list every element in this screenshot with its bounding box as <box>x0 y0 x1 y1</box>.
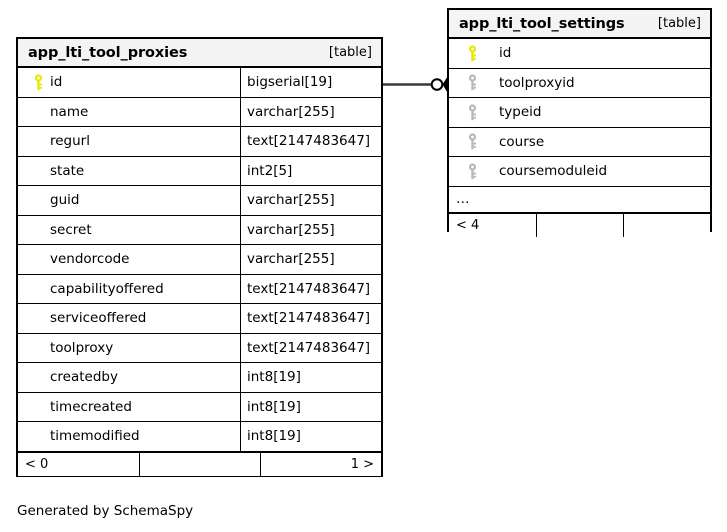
table-row[interactable]: name varchar[255] <box>18 97 381 127</box>
table-row[interactable]: toolproxy text[2147483647] <box>18 333 381 363</box>
foreign-key-icon <box>457 74 487 91</box>
column-type-cell: varchar[255] <box>240 215 381 244</box>
foreign-key-icon <box>457 104 487 121</box>
column-name-label: guid <box>50 192 80 209</box>
foreign-key-icon <box>457 133 487 150</box>
table-row[interactable]: id bigserial[19] <box>18 68 381 98</box>
column-name-label: capabilityoffered <box>50 280 164 297</box>
column-name-cell: vendorcode <box>18 245 240 274</box>
column-type-cell: bigserial[19] <box>240 68 381 97</box>
column-name-label: typeid <box>499 104 542 121</box>
column-name-cell: coursemoduleid <box>449 157 710 186</box>
footer-parents-count[interactable]: < 0 <box>25 456 49 472</box>
column-name-cell: capabilityoffered <box>18 275 240 304</box>
more-columns-ellipsis: … <box>449 187 710 213</box>
column-name-cell: course <box>449 128 710 157</box>
column-name-label: vendorcode <box>50 251 130 268</box>
relationship-connector-proxies-to-settings[interactable] <box>378 66 454 104</box>
column-name-cell: createdby <box>18 363 240 392</box>
column-name-label: createdby <box>50 369 118 386</box>
column-name-cell: toolproxy <box>18 334 240 363</box>
column-name-cell: serviceoffered <box>18 304 240 333</box>
column-name-cell: name <box>18 98 240 127</box>
column-name-label: regurl <box>50 133 90 150</box>
column-name-label: serviceoffered <box>50 310 147 327</box>
column-type-cell: int8[19] <box>240 422 381 451</box>
column-name-cell: guid <box>18 186 240 215</box>
column-name-cell: timemodified <box>18 422 240 451</box>
entity-header-app-lti-tool-settings: app_lti_tool_settings [table] <box>449 10 710 39</box>
table-row[interactable]: createdby int8[19] <box>18 363 381 393</box>
table-row[interactable]: capabilityoffered text[2147483647] <box>18 274 381 304</box>
column-name-label: id <box>50 74 63 91</box>
column-name-label: timemodified <box>50 428 140 445</box>
table-row[interactable]: vendorcode varchar[255] <box>18 245 381 275</box>
table-row[interactable]: typeid <box>449 98 710 128</box>
entity-header-app-lti-tool-proxies: app_lti_tool_proxies [table] <box>18 39 381 68</box>
table-row[interactable]: toolproxyid <box>449 68 710 98</box>
table-row[interactable]: id <box>449 39 710 69</box>
column-type-cell: int8[19] <box>240 392 381 421</box>
entity-app-lti-tool-settings[interactable]: app_lti_tool_settings [table] id <box>447 8 712 237</box>
entity-title: app_lti_tool_proxies <box>28 44 188 61</box>
table-row[interactable]: regurl text[2147483647] <box>18 127 381 157</box>
column-type-cell: text[2147483647] <box>240 127 381 156</box>
column-name-label: name <box>50 103 89 120</box>
column-name-label: coursemoduleid <box>499 163 608 180</box>
column-type-cell: text[2147483647] <box>240 274 381 303</box>
column-name-cell: typeid <box>449 98 710 127</box>
entity-app-lti-tool-proxies[interactable]: app_lti_tool_proxies [table] id bigseria… <box>16 37 383 477</box>
entity-type-tag: [table] <box>328 45 372 60</box>
column-name-label: secret <box>50 221 92 238</box>
column-name-label: state <box>50 162 85 179</box>
column-type-cell: varchar[255] <box>240 186 381 215</box>
column-name-cell: regurl <box>18 127 240 156</box>
column-type-cell: int8[19] <box>240 363 381 392</box>
zero-cardinality-circle <box>430 78 444 91</box>
entity-title: app_lti_tool_settings <box>459 15 625 32</box>
column-type-cell: varchar[255] <box>240 97 381 126</box>
foreign-key-icon <box>457 163 487 180</box>
column-name-cell: id <box>449 39 710 68</box>
entity-footer: < 0 1 > <box>18 451 381 476</box>
column-name-cell: secret <box>18 216 240 245</box>
diagram-caption: Generated by SchemaSpy <box>17 503 194 519</box>
table-row[interactable]: course <box>449 127 710 157</box>
column-type-cell: varchar[255] <box>240 245 381 274</box>
column-name-label: toolproxyid <box>499 74 575 91</box>
table-row[interactable]: state int2[5] <box>18 156 381 186</box>
table-row[interactable]: secret varchar[255] <box>18 215 381 245</box>
column-name-label: timecreated <box>50 398 132 415</box>
table-row[interactable]: serviceoffered text[2147483647] <box>18 304 381 334</box>
footer-children-count <box>623 213 710 237</box>
column-name-cell: timecreated <box>18 393 240 422</box>
footer-children-count[interactable]: 1 > <box>260 452 381 476</box>
column-type-cell: int2[5] <box>240 156 381 185</box>
column-type-cell: text[2147483647] <box>240 304 381 333</box>
footer-middle <box>536 213 623 237</box>
footer-parents-count[interactable]: < 4 <box>456 217 480 233</box>
table-row[interactable]: timecreated int8[19] <box>18 392 381 422</box>
column-name-cell: toolproxyid <box>449 69 710 98</box>
column-name-cell: id <box>18 68 240 97</box>
footer-middle <box>139 452 260 476</box>
column-name-cell: state <box>18 157 240 186</box>
entity-type-tag: [table] <box>657 16 701 31</box>
primary-key-icon <box>457 45 487 62</box>
table-row[interactable]: coursemoduleid <box>449 157 710 187</box>
entity-footer: < 4 <box>449 212 710 237</box>
primary-key-icon <box>26 74 50 91</box>
column-type-cell: text[2147483647] <box>240 333 381 362</box>
column-name-label: toolproxy <box>50 339 114 356</box>
column-name-label: id <box>499 45 512 62</box>
table-row[interactable]: guid varchar[255] <box>18 186 381 216</box>
column-name-label: course <box>499 133 545 150</box>
table-row[interactable]: timemodified int8[19] <box>18 422 381 452</box>
